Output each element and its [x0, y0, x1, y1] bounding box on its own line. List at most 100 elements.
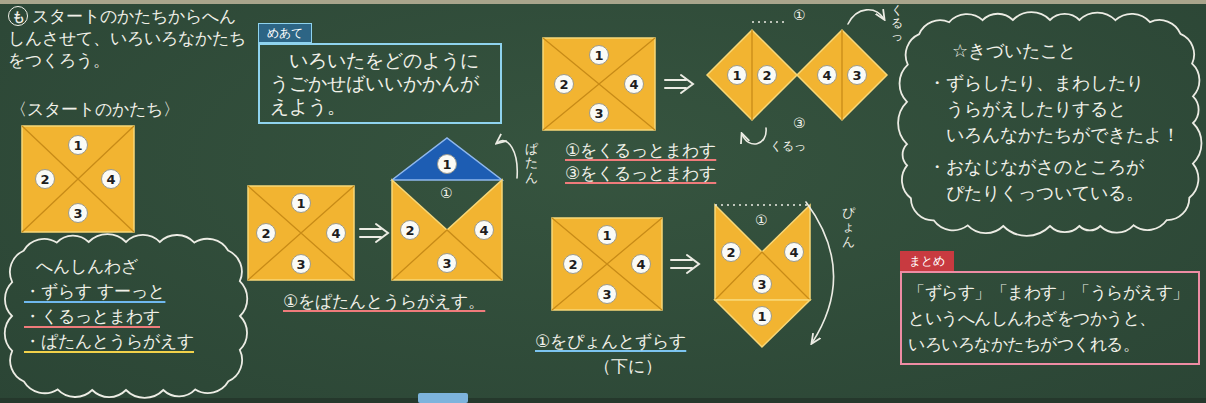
number-disk: 2	[721, 242, 741, 262]
tile-body	[392, 180, 502, 280]
cloud-item: ・ぱたんとうらがえす	[24, 329, 232, 354]
number-disk: 1	[589, 45, 609, 65]
disk-number: 3	[757, 278, 766, 291]
box-tag: めあて	[258, 23, 312, 43]
disk-number: 4	[822, 69, 831, 82]
box-text: 「ずらす」「まわす」「うらがえす」 というへんしんわざをつかうと、 いろいろなか…	[908, 279, 1192, 357]
chalk-tray	[0, 398, 1206, 403]
disk-number: 3	[594, 107, 603, 120]
number-disk: 3	[752, 274, 772, 294]
disk-number: 2	[726, 246, 735, 259]
number-disk: 4	[326, 223, 346, 243]
flip-word: ぱたん	[525, 142, 538, 185]
board-frame	[0, 0, 1206, 4]
disk-number: 1	[757, 310, 766, 323]
number-disk: 1	[597, 225, 617, 245]
number-disk: 3	[68, 203, 88, 223]
slid-shape	[715, 205, 810, 347]
number-disk: 3	[597, 284, 617, 304]
disk-number: 3	[73, 207, 82, 220]
disk-number: 3	[602, 288, 611, 301]
tile-cut	[248, 186, 354, 280]
move-caption: ①をぱたんとうらがえす。	[283, 290, 485, 312]
disk-number: 4	[789, 246, 798, 259]
disk-number: 2	[405, 224, 414, 237]
cloud-heading: へんしんわざ	[36, 254, 232, 279]
disk-number: 4	[636, 258, 645, 271]
disk-number: 2	[40, 173, 49, 186]
disk-number: 4	[331, 227, 340, 240]
box-frame: 「ずらす」「まわす」「うらがえす」 というへんしんわざをつかうと、 いろいろなか…	[900, 271, 1200, 365]
tile-square	[248, 186, 354, 280]
cloud-item: ・ずらしたり、まわしたり うらがえしたりすると いろんなかたちができたよ！	[928, 70, 1183, 148]
chalk-number: ③	[793, 114, 806, 132]
summary-box: まとめ「ずらす」「まわす」「うらがえす」 というへんしんわざをつかうと、 いろい…	[900, 250, 1200, 365]
problem-mark: も	[8, 6, 28, 26]
jump-arrow	[806, 202, 834, 343]
disk-number: 2	[559, 78, 568, 91]
number-disk: 1	[68, 135, 88, 155]
disk-number: 2	[762, 69, 771, 82]
cloud-item: ・ずらす すーっと	[24, 279, 232, 304]
number-disk: 2	[256, 223, 276, 243]
cloud-heading: ☆きづいたこと	[952, 38, 1183, 64]
flip-before-square	[248, 186, 354, 280]
box-tag: まとめ	[900, 251, 954, 271]
direction-note: （下に）	[594, 355, 662, 377]
number-disk: 3	[437, 253, 457, 273]
number-disk: 4	[631, 254, 651, 274]
cloud-item: ・おなじながさのところが ぴたりくっついている。	[928, 154, 1183, 206]
disk-number: 1	[602, 229, 611, 242]
goal-box: めあていろいたをどのように うごかせばいいかかんが えよう。	[258, 22, 502, 124]
chalk-number: ①	[440, 184, 453, 202]
number-disk: 3	[847, 65, 867, 85]
jump-word: ぴょん	[842, 206, 855, 249]
chalk-dots	[752, 21, 788, 23]
problem-text: スタートのかたちからへん しんさせて、いろいろなかたち をつくろう。	[8, 5, 258, 71]
disk-number: 3	[442, 257, 451, 270]
diamond-shapes	[707, 22, 887, 120]
number-disk: 3	[589, 103, 609, 123]
tile-body	[715, 205, 810, 300]
number-disk: 1	[727, 65, 747, 85]
cloud-line	[898, 12, 1201, 236]
number-disk: 4	[624, 74, 644, 94]
move-caption: ①をぴょんとずらす	[535, 330, 686, 352]
number-disk: 2	[757, 65, 777, 85]
start-square	[22, 126, 134, 232]
disk-number: 1	[73, 139, 82, 152]
disk-number: 4	[106, 173, 115, 186]
box-text: いろいたをどのように うごかせばいいかかんが えよう。	[270, 49, 490, 118]
eraser	[418, 393, 468, 403]
problem-mark-text: も	[12, 10, 25, 23]
double-arrow	[360, 224, 388, 242]
number-disk: 4	[817, 65, 837, 85]
disk-number: 2	[568, 258, 577, 271]
double-arrow	[671, 255, 699, 273]
double-arrow	[665, 75, 693, 93]
disk-number: 1	[442, 158, 451, 171]
disk-number: 4	[479, 224, 488, 237]
number-disk: 4	[101, 169, 121, 189]
flipped-tile	[392, 138, 502, 180]
cloud-content: へんしんわざ・ずらす すーっと・くるっとまわす・ぱたんとうらがえす	[12, 242, 240, 354]
envelope-shape	[392, 138, 502, 280]
disk-number: 1	[732, 69, 741, 82]
technique-cloud: へんしんわざ・ずらす すーっと・くるっとまわす・ぱたんとうらがえす	[12, 242, 240, 390]
box-frame: いろいたをどのように うごかせばいいかかんが えよう。	[258, 43, 502, 124]
disk-number: 1	[296, 197, 305, 210]
disk-number: 2	[261, 227, 270, 240]
cloud-content: ☆きづいたこと・ずらしたり、まわしたり うらがえしたりすると いろんなかたちがで…	[907, 20, 1193, 206]
chalk-dots	[715, 204, 810, 206]
tile-cut	[752, 30, 842, 120]
number-disk: 4	[784, 242, 804, 262]
turn-arrow	[848, 10, 884, 24]
turn-word: くるっ	[770, 139, 806, 155]
flip-arrow	[497, 141, 517, 178]
disk-number: 1	[594, 49, 603, 62]
number-disk: 1	[291, 193, 311, 213]
tile-cut	[22, 126, 134, 232]
turn-arrow	[742, 128, 766, 144]
number-disk: 2	[563, 254, 583, 274]
